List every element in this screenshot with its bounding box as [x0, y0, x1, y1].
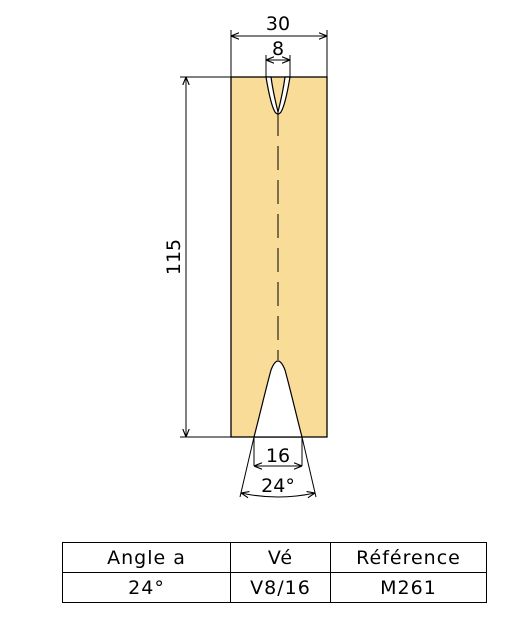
top-v-groove	[265, 76, 291, 115]
header-reference: Référence	[330, 542, 487, 573]
header-ve: Vé	[230, 542, 331, 573]
die-drawing: 30 8 115 16 24°	[163, 13, 328, 520]
cell-reference: M261	[330, 572, 487, 603]
cell-angle: 24°	[62, 572, 231, 603]
header-angle: Angle a	[62, 542, 231, 573]
top-opening-label: 8	[272, 38, 284, 60]
spec-table: Angle a Vé Référence 24° V8/16 M261	[62, 542, 487, 603]
height-dimension-label: 115	[163, 239, 185, 275]
width-dimension-label: 30	[266, 13, 290, 35]
angle-extension-right	[301, 436, 317, 498]
angle-dimension-arc	[241, 493, 315, 497]
table-row: 24° V8/16 M261	[62, 572, 487, 603]
bottom-v-groove	[253, 360, 303, 438]
angle-label: 24°	[261, 475, 295, 497]
cell-ve: V8/16	[230, 572, 331, 603]
bottom-opening-label: 16	[266, 445, 290, 467]
spec-table-header-row: Angle a Vé Référence	[62, 542, 487, 573]
angle-extension-left	[239, 436, 255, 498]
